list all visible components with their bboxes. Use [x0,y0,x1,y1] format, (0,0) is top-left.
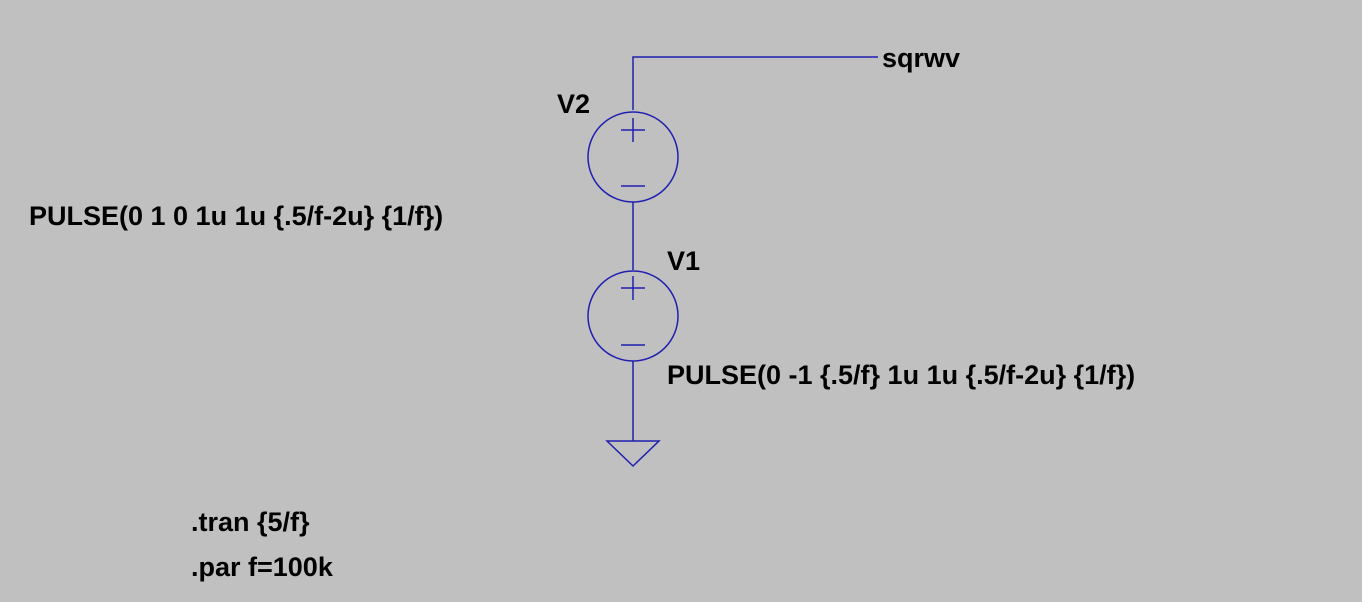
v1-value-label[interactable]: PULSE(0 -1 {.5/f} 1u 1u {.5/f-2u} {1/f}) [667,360,1136,390]
v1-name-label[interactable]: V1 [667,246,701,276]
voltage-source-v1-icon[interactable] [587,270,679,362]
param-directive[interactable]: .par f=100k [191,552,333,582]
voltage-source-v2-icon[interactable] [587,111,679,203]
ground-icon[interactable] [605,440,661,468]
net-label-sqrwv[interactable]: sqrwv [882,43,961,73]
tran-directive[interactable]: .tran {5/f} [191,507,310,537]
v2-name-label[interactable]: V2 [557,89,591,119]
v2-value-label[interactable]: PULSE(0 1 0 1u 1u {.5/f-2u} {1/f}) [29,201,444,231]
wire-sqrwv[interactable] [632,56,878,110]
